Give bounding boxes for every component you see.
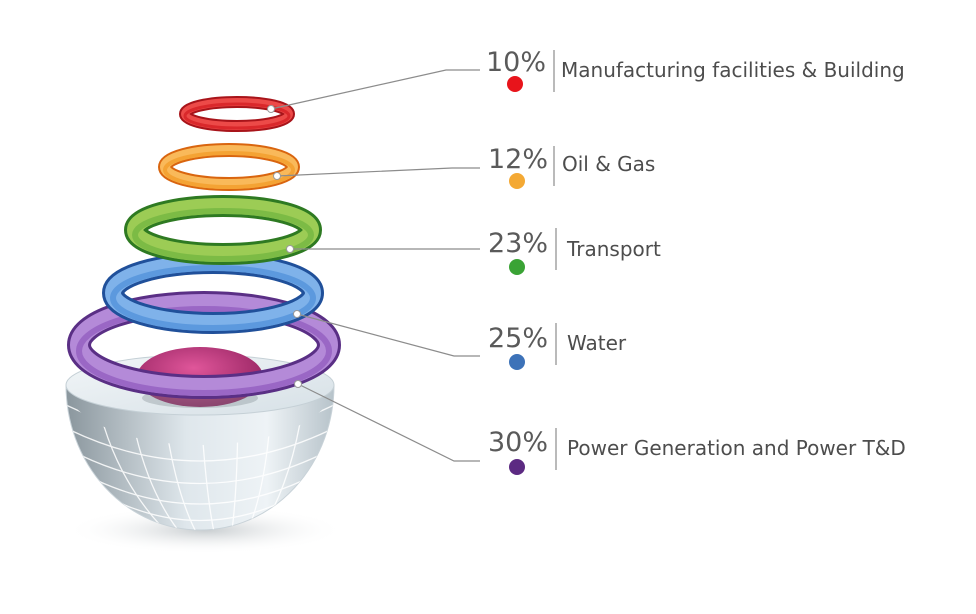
legend-dot-water [509, 354, 525, 370]
leader-line-manufacturing [270, 69, 480, 110]
label-transport: Transport [566, 237, 661, 261]
percent-power-generation: 30% [488, 427, 548, 458]
legend-row-water: 25% Water [488, 323, 627, 370]
ring-manufacturing [179, 96, 295, 132]
percent-oil-gas: 12% [488, 144, 548, 175]
legend-dot-manufacturing [507, 76, 523, 92]
legend-row-oil-gas: 12% Oil & Gas [488, 144, 655, 189]
legend-row-power-generation: 30% Power Generation and Power T&D [488, 427, 906, 475]
percent-manufacturing: 10% [486, 47, 546, 78]
leader-dots [267, 105, 302, 388]
legend-dot-transport [509, 259, 525, 275]
percent-transport: 23% [488, 228, 548, 259]
ring-power-generation [67, 291, 341, 399]
legend-row-manufacturing: 10% Manufacturing facilities & Building [486, 47, 905, 92]
label-water: Water [567, 331, 627, 355]
leader-lines [270, 69, 480, 462]
ring-transport [124, 195, 322, 265]
leader-line-water [296, 313, 480, 357]
label-power-generation: Power Generation and Power T&D [567, 436, 906, 460]
ring-oil-gas [158, 143, 300, 191]
label-manufacturing: Manufacturing facilities & Building [561, 58, 905, 82]
leader-line-oil-gas [276, 167, 480, 177]
leader-line-power [297, 383, 480, 462]
legend-row-transport: 23% Transport [488, 228, 661, 275]
legend-dot-power-generation [509, 459, 525, 475]
legend-dot-oil-gas [509, 173, 525, 189]
label-oil-gas: Oil & Gas [562, 152, 655, 176]
percent-water: 25% [488, 323, 548, 354]
